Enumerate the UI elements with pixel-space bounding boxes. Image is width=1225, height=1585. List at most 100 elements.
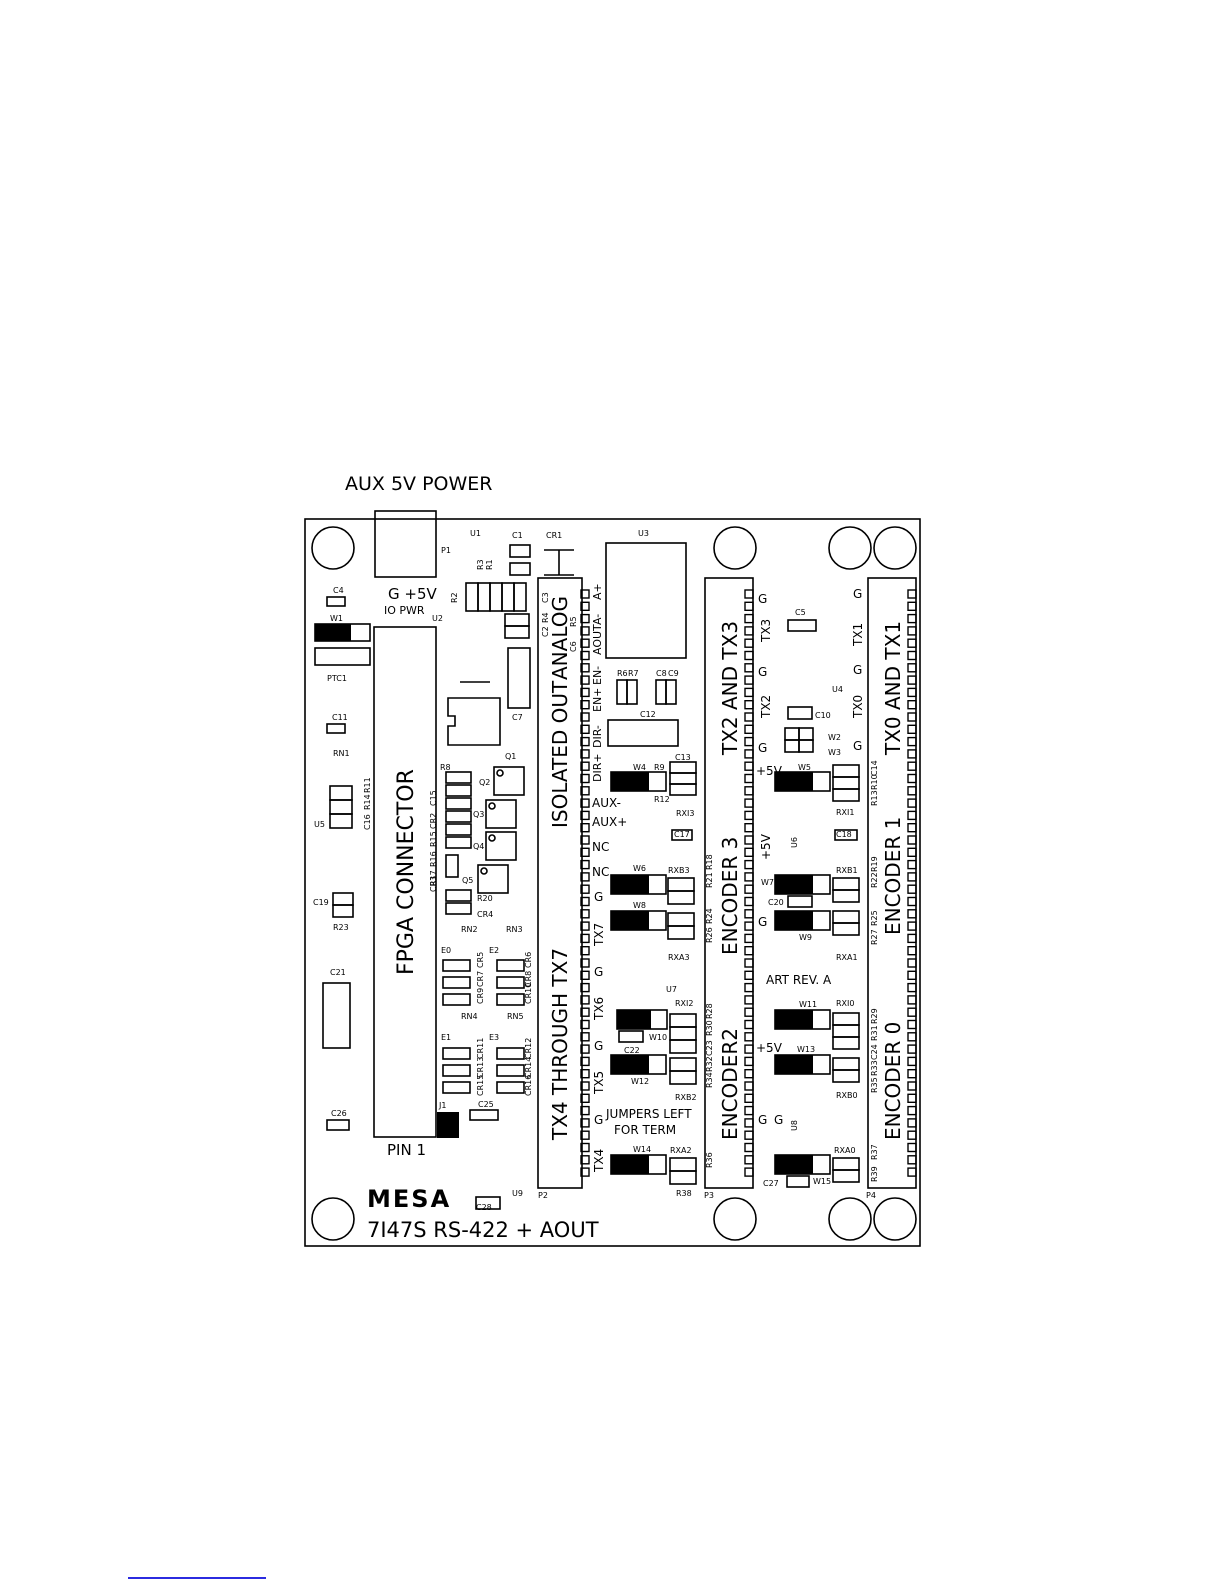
refdes-label: R4 [541, 612, 550, 623]
refdes-label: R10 [870, 774, 879, 790]
connector-pin [907, 1155, 917, 1165]
p2-pin-label: A+ [591, 583, 604, 600]
refdes-label: U1 [470, 529, 481, 538]
p2-pin-label: AOUT [591, 624, 604, 655]
connector-pin [580, 1044, 590, 1054]
refdes-label: W5 [798, 763, 811, 772]
refdes-label: W2 [828, 733, 841, 742]
refdes-label: C13 [675, 753, 691, 762]
analog-title-a: ISOLATED OUT [548, 680, 572, 828]
refdes-label: C20 [768, 898, 784, 907]
refdes-label: CR14 [524, 1057, 533, 1078]
connector-pin [580, 872, 590, 882]
connector-pin [744, 589, 754, 599]
refdes-label: C18 [836, 830, 852, 839]
refdes-label: R14 [363, 794, 372, 810]
p2-aux-label: NC [592, 840, 609, 854]
connector-label: J1 [438, 1101, 446, 1110]
refdes-label: R3 [476, 559, 485, 570]
p2-pin-label: EN- [591, 666, 604, 685]
p2-pin-label: EN+ [591, 688, 604, 712]
p3-label: TX3 [759, 619, 773, 643]
connector-pin [744, 650, 754, 661]
connector-pin [907, 675, 917, 685]
connector-pin [580, 1093, 590, 1104]
connector-pin [907, 859, 917, 870]
refdes-label: C28 [476, 1203, 492, 1212]
refdes-label: R12 [654, 795, 670, 804]
refdes-label: Q2 [479, 778, 490, 787]
p2-pin-label: DIR+ [591, 753, 604, 782]
mounting-hole [311, 1197, 355, 1241]
refdes-label: U9 [512, 1189, 523, 1198]
connector-pin [744, 1032, 754, 1042]
connector-pin [580, 1130, 590, 1140]
connector-pin [744, 982, 754, 993]
p2-aux-label: TX6 [592, 997, 606, 1021]
refdes-label: R5 [569, 616, 578, 627]
p4-label: TX0 [851, 695, 865, 719]
p2-aux-label: G [594, 1113, 603, 1127]
connector-pin [744, 1130, 754, 1140]
refdes-label: W13 [797, 1045, 815, 1054]
refdes-label: CR6 [524, 952, 533, 968]
p3-label: +5V [756, 1041, 783, 1055]
refdes-label: CR5 [476, 952, 485, 968]
refdes-label: R21 [705, 872, 714, 888]
connector-pin [744, 1155, 754, 1165]
connector-pin [907, 773, 917, 784]
refdes-label: RXB0 [836, 1091, 858, 1100]
refdes-label: W14 [633, 1145, 651, 1154]
connector-pin [580, 798, 590, 808]
connector-pin [907, 1167, 917, 1177]
refdes-label: RN3 [506, 925, 523, 934]
connector-label: P1 [441, 546, 451, 555]
refdes-label: W3 [828, 748, 841, 757]
refdes-label: RXA0 [834, 1146, 856, 1155]
refdes-label: W11 [799, 1000, 817, 1009]
c7-cap [507, 647, 531, 709]
connector-pin [744, 1081, 754, 1091]
p2-aux-label: G [594, 1039, 603, 1053]
connector-pin [744, 601, 754, 611]
connector-pin [580, 749, 590, 759]
connector-pin [580, 700, 590, 710]
refdes-label: R39 [870, 1166, 879, 1182]
connector-pin [580, 786, 590, 796]
connector-pin [580, 1167, 590, 1177]
refdes-label: C10 [815, 711, 831, 720]
connector-pin [580, 847, 590, 857]
p2-pin-label: A- [591, 614, 604, 625]
connector-pin [907, 823, 917, 833]
refdes-label: CR7 [476, 971, 485, 987]
mounting-hole [873, 1197, 917, 1241]
c21-cap [322, 982, 351, 1049]
connector-pin [907, 1130, 917, 1140]
refdes-label: C1 [512, 531, 523, 540]
connector-pin [744, 958, 754, 968]
refdes-label: CR12 [524, 1038, 533, 1059]
connector-pin [744, 700, 754, 710]
art-rev-label: ART REV. A [766, 973, 832, 987]
refdes-label: RXI2 [675, 999, 694, 1008]
refdes-label: R24 [705, 908, 714, 924]
connector-pin [580, 1155, 590, 1165]
refdes-label: U8 [790, 1120, 799, 1131]
p2-pin-label: DIR- [591, 725, 604, 748]
connector-label: P4 [866, 1191, 876, 1200]
refdes-label: C3 [541, 592, 550, 603]
refdes-label: E3 [489, 1033, 499, 1042]
connector-pin [580, 724, 590, 734]
connector-pin [744, 613, 754, 624]
connector-pin [907, 786, 917, 796]
connector-pin [580, 663, 590, 673]
p3-label: TX2 [759, 695, 773, 719]
refdes-label: C5 [795, 608, 806, 617]
connector-pin [744, 798, 754, 808]
connector-pin [907, 687, 917, 698]
refdes-label: U7 [666, 985, 677, 994]
q1-outline [447, 697, 501, 746]
connector-pin [744, 1105, 754, 1116]
connector-pin [744, 884, 754, 894]
